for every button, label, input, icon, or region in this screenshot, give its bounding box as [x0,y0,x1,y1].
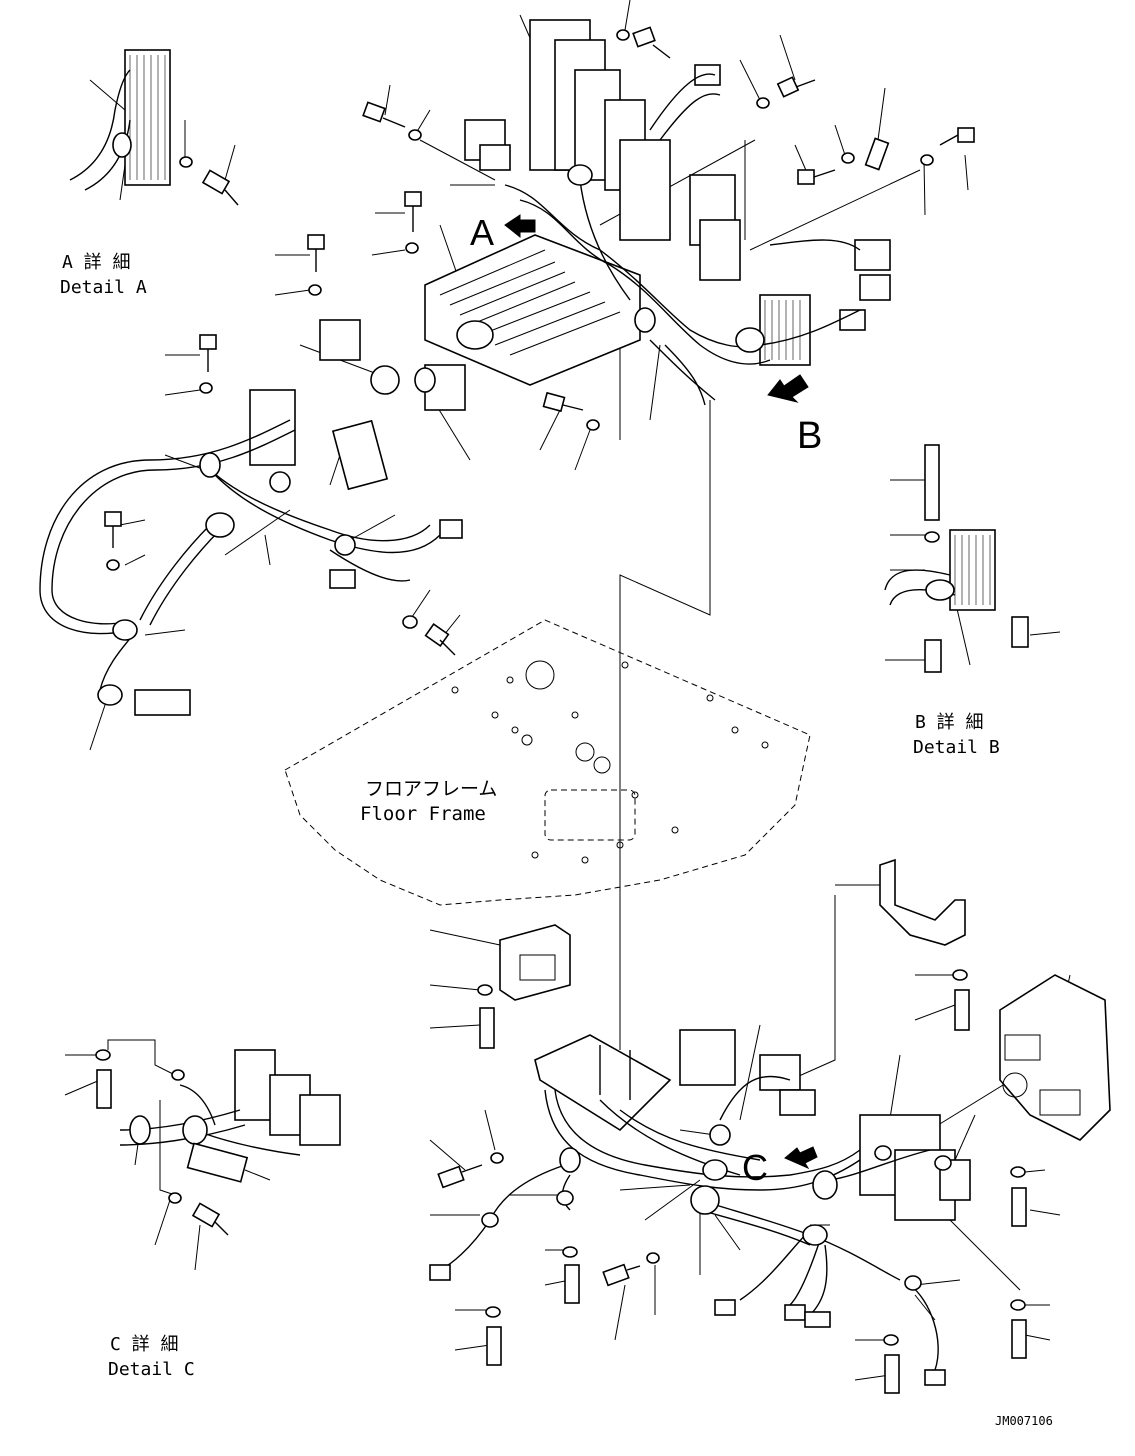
detail-c-caption: C 詳 細 Detail C [108,1334,195,1380]
floor-frame [284,619,811,906]
floor-frame-en: Floor Frame [360,803,486,825]
detail-a-jp: A 詳 細 [62,252,131,273]
detail-a-drawing [69,49,239,206]
lower-console-assembly: C [429,858,1111,1394]
fasteners-upper [104,26,975,656]
detail-c-drawing [95,1049,341,1236]
detail-b-caption: B 詳 細 Detail B [913,712,1000,758]
detail-b-jp: B 詳 細 [915,712,984,733]
view-arrow-a: A [470,212,536,253]
floor-frame-jp: フロアフレーム [365,778,497,800]
detail-a-caption: A 詳 細 Detail A [60,252,147,298]
view-arrow-b: B [767,374,822,457]
floor-frame-caption: フロアフレーム Floor Frame [360,778,497,825]
detail-a-en: Detail A [60,277,147,298]
detail-c-en: Detail C [108,1359,195,1380]
detail-c-jp: C 詳 細 [110,1334,179,1355]
upper-console-assembly [39,19,975,716]
drawing-number: JM007106 [995,1414,1053,1428]
detail-b-drawing [884,444,1029,673]
view-arrow-c-label: C [742,1147,768,1188]
detail-b-en: Detail B [913,737,1000,758]
view-arrow-a-label: A [470,212,494,253]
view-arrow-b-label: B [797,415,822,457]
